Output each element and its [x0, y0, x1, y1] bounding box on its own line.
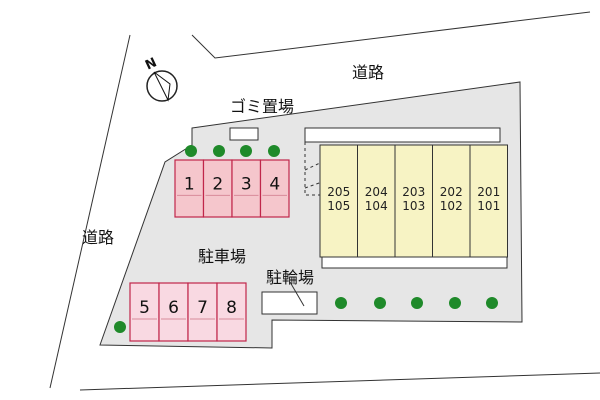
- tree-icon: [411, 297, 423, 309]
- parking-space-number: 6: [168, 298, 179, 318]
- unit-upper-number: 203: [402, 185, 425, 199]
- compass: N: [143, 55, 178, 102]
- building-base-outline: [321, 255, 508, 269]
- tree-icon: [213, 145, 225, 157]
- unit-lower-number: 105: [327, 199, 350, 213]
- bicycle-leader-line: [289, 281, 305, 307]
- unit-block: [357, 144, 396, 258]
- unit-block: [394, 144, 433, 258]
- parking-space: [202, 159, 233, 218]
- parking-space-number: 1: [184, 175, 195, 195]
- parking-space-number: 3: [241, 175, 252, 195]
- tree-icon: [185, 145, 197, 157]
- road-bottom-edge: [79, 372, 600, 391]
- building-roof-outline: [304, 127, 501, 143]
- unit-lower-number: 101: [477, 199, 500, 213]
- parking-space: [216, 282, 247, 342]
- tree-icon: [335, 297, 347, 309]
- tree-icon: [114, 321, 126, 333]
- parking-space: [158, 282, 189, 342]
- tree-icon: [268, 145, 280, 157]
- parking-label: 駐車場: [198, 247, 246, 266]
- compass-north-label: N: [143, 55, 159, 73]
- parking-space: [231, 159, 262, 218]
- trees: [114, 145, 498, 333]
- parking-space: [129, 282, 160, 342]
- garbage-label: ゴミ置場: [230, 97, 294, 116]
- parking-space-number: 5: [139, 298, 150, 318]
- parking-space: [187, 282, 218, 342]
- unit-lower-number: 104: [365, 199, 388, 213]
- unit-lower-number: 103: [402, 199, 425, 213]
- parking-space-number: 2: [212, 175, 223, 195]
- unit-upper-number: 205: [327, 185, 350, 199]
- garbage-station-box: [229, 127, 259, 141]
- bicycle-parking-label: 駐輪場: [266, 268, 314, 287]
- tree-icon: [374, 297, 386, 309]
- unit-lower-number: 102: [440, 199, 463, 213]
- parking-space-number: 4: [269, 175, 280, 195]
- parking-space-number: 7: [197, 298, 208, 318]
- unit-upper-number: 204: [365, 185, 388, 199]
- tree-icon: [240, 145, 252, 157]
- road-top-label: 道路: [352, 63, 384, 82]
- tree-icon: [449, 297, 461, 309]
- unit-block: [469, 144, 508, 258]
- unit-upper-number: 202: [440, 185, 463, 199]
- parking-space-number: 8: [226, 298, 237, 318]
- tree-icon: [486, 297, 498, 309]
- road-top-edge: [191, 11, 591, 59]
- unit-block: [319, 144, 358, 258]
- unit-upper-number: 201: [477, 185, 500, 199]
- road-left-label: 道路: [82, 228, 114, 247]
- compass-needle-outline: [153, 71, 171, 102]
- road-left-edge: [49, 34, 131, 389]
- parking-space: [259, 159, 290, 218]
- bicycle-parking-box: [261, 291, 318, 315]
